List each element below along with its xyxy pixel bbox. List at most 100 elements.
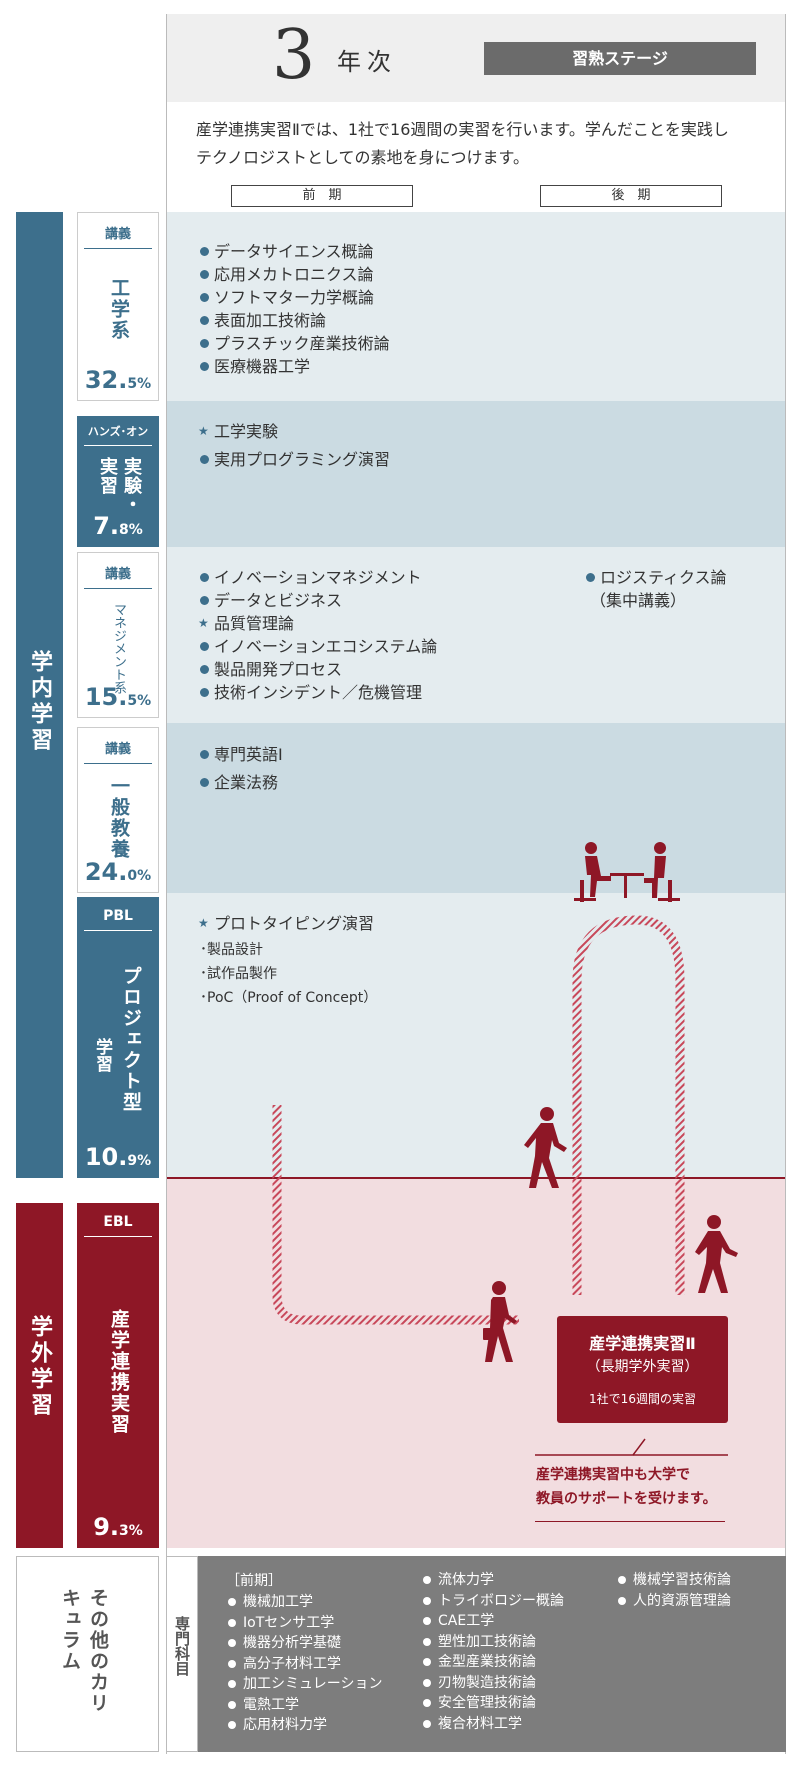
- businessperson-icon: [483, 1281, 517, 1362]
- pbl-course-list: プロトタイピング演習: [198, 912, 374, 935]
- handson-tag: ハンズ･オン: [84, 423, 152, 446]
- lecture-tag: 講義: [84, 563, 152, 589]
- pbl-title-a: プロジェクト型: [120, 966, 142, 1113]
- list-item: 電熱工学: [226, 1695, 382, 1716]
- list-item: 専門英語Ⅰ: [198, 743, 283, 766]
- pbl-sub-list: ･製品設計 ･試作品製作 ･PoC（Proof of Concept）: [200, 938, 377, 1010]
- list-item: 企業法務: [198, 771, 283, 794]
- ebl-tag: EBL: [84, 1214, 152, 1237]
- internship-path-graphic: [272, 915, 685, 1325]
- list-item: 機械学習技術論: [616, 1570, 731, 1591]
- list-item: 加工シミュレーション: [226, 1674, 382, 1695]
- management-title: マネジメント系: [111, 603, 126, 694]
- internship-box: 産学連携実習Ⅱ （長期学外実習） 1社で16週間の実習: [557, 1316, 728, 1423]
- side-cell-management: 講義 マネジメント系 15.5%: [77, 552, 159, 718]
- description-line-2: テクノロジストとしての素地を身につけます。: [196, 148, 529, 167]
- management-later-list: ロジスティクス論 （集中講義）: [584, 566, 727, 612]
- list-item: ロジスティクス論: [584, 566, 727, 589]
- row-bg-management: [167, 547, 785, 723]
- specialty-col1-list: 機械加工学 IoTセンサ工学 機器分析学基礎 高分子材料工学 加工シミュレーショ…: [226, 1592, 382, 1736]
- term-first-label: 前 期: [231, 185, 413, 207]
- ebl-title: 産学連携実習: [108, 1309, 130, 1435]
- row-bg-general: [167, 723, 785, 893]
- general-course-list: 専門英語Ⅰ 企業法務: [198, 743, 283, 794]
- general-title: 一般教養: [108, 776, 130, 860]
- list-item: 品質管理論: [198, 612, 437, 635]
- list-item: データとビジネス: [198, 589, 437, 612]
- path-arch: [572, 915, 685, 1295]
- walking-person-icon-2: [695, 1215, 738, 1293]
- list-item: 実用プログラミング演習: [198, 448, 390, 471]
- ebl-percent: 9.3%: [93, 1513, 143, 1541]
- pbl-title-b: 学習: [92, 1038, 112, 1072]
- year-number: 3: [272, 16, 316, 95]
- list-item: ･試作品製作: [200, 966, 277, 982]
- list-item: プラスチック産業技術論: [198, 332, 390, 355]
- list-item: データサイエンス概論: [198, 240, 390, 263]
- list-item: 機械加工学: [226, 1592, 382, 1613]
- other-curriculum-title: その他のカリキュラム: [59, 1588, 109, 1714]
- list-item: 安全管理技術論: [421, 1693, 564, 1714]
- internship-box-title: 産学連携実習Ⅱ: [589, 1334, 696, 1353]
- list-item: ･製品設計: [200, 942, 263, 958]
- list-item: 複合材料工学: [421, 1714, 564, 1735]
- pbl-tag: PBL: [84, 908, 152, 931]
- stage-label: 習熟ステージ: [484, 42, 756, 75]
- list-item: 高分子材料工学: [226, 1654, 382, 1675]
- path-left-curve: [272, 1294, 519, 1325]
- external-learning-bar: [16, 1203, 63, 1548]
- main-right-border: [785, 14, 786, 1754]
- callout-line: [535, 1438, 728, 1456]
- management-course-list: イノベーションマネジメント データとビジネス 品質管理論 イノベーションエコシス…: [198, 566, 437, 704]
- row-bg-engineering: [167, 212, 785, 401]
- internship-box-subtitle: （長期学外実習）: [586, 1359, 699, 1375]
- col1-header: ［前期］: [226, 1573, 282, 1589]
- engineering-percent: 32.5%: [84, 366, 152, 394]
- list-item: ソフトマター力学概論: [198, 286, 390, 309]
- side-cell-general: 講義 一般教養 24.0%: [77, 727, 159, 893]
- list-item: プロトタイピング演習: [198, 912, 374, 935]
- handson-percent: 7.8%: [93, 512, 143, 540]
- list-item: イノベーションマネジメント: [198, 566, 437, 589]
- specialty-label-cell: [166, 1556, 198, 1752]
- specialty-col2-list: 流体力学 トライボロジー概論 CAE工学 塑性加工技術論 金型産業技術論 刃物製…: [421, 1570, 564, 1734]
- internal-learning-bar: [16, 212, 63, 1178]
- side-cell-ebl: EBL 産学連携実習 9.3%: [77, 1203, 159, 1548]
- list-item: 機器分析学基礎: [226, 1633, 382, 1654]
- specialty-label: 専門科目: [173, 1616, 191, 1676]
- side-cell-pbl: PBL プロジェクト型 学習 10.9%: [77, 897, 159, 1178]
- list-item: CAE工学: [421, 1611, 564, 1632]
- list-item: IoTセンサ工学: [226, 1613, 382, 1634]
- ebl-top-line: [167, 1177, 785, 1179]
- description-line-1: 産学連携実習Ⅱでは、1社で16週間の実習を行います。学んだことを実践し: [196, 120, 729, 139]
- support-note-underline: [535, 1521, 725, 1522]
- list-item: 技術インシデント／危機管理: [198, 681, 437, 704]
- list-item: ･PoC（Proof of Concept）: [200, 990, 378, 1006]
- engineering-course-list: データサイエンス概論 応用メカトロニクス論 ソフトマター力学概論 表面加工技術論…: [198, 240, 390, 378]
- management-percent: 15.5%: [84, 683, 152, 711]
- list-item-note: （集中講義）: [590, 591, 687, 610]
- lecture-tag: 講義: [84, 223, 152, 249]
- list-item: 応用メカトロニクス論: [198, 263, 390, 286]
- other-curriculum-cell: [16, 1556, 159, 1752]
- handson-title-b: 実習: [97, 457, 118, 495]
- internship-box-note: 1社で16週間の実習: [589, 1392, 696, 1406]
- general-percent: 24.0%: [84, 858, 152, 886]
- list-item: 表面加工技術論: [198, 309, 390, 332]
- list-item: 人的資源管理論: [616, 1591, 731, 1612]
- engineering-title: 工学系: [108, 278, 130, 341]
- support-note-line-1: 産学連携実習中も大学で: [536, 1467, 690, 1483]
- support-note-line-2: 教員のサポートを受けます。: [536, 1491, 717, 1507]
- list-item: 刃物製造技術論: [421, 1673, 564, 1694]
- term-second-label: 後 期: [540, 185, 722, 207]
- list-item: 塑性加工技術論: [421, 1632, 564, 1653]
- list-item: 工学実験: [198, 420, 390, 443]
- walking-person-icon-1: [524, 1107, 567, 1188]
- list-item: トライボロジー概論: [421, 1591, 564, 1612]
- list-item: 流体力学: [421, 1570, 564, 1591]
- list-item: イノベーションエコシステム論: [198, 635, 437, 658]
- side-cell-engineering: 講義 工学系 32.5%: [77, 212, 159, 401]
- side-cell-handson: ハンズ･オン 実験・ 実習 7.8%: [77, 416, 159, 547]
- list-item: 応用材料力学: [226, 1715, 382, 1736]
- specialty-col3-list: 機械学習技術論 人的資源管理論: [616, 1570, 731, 1611]
